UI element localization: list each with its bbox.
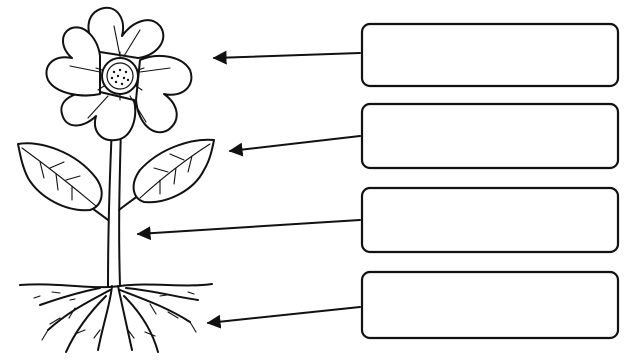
label-box-4[interactable]	[360, 270, 620, 340]
arrow-icon	[228, 135, 361, 157]
label-box-3[interactable]	[360, 186, 620, 254]
leaf-icon	[17, 138, 215, 212]
arrow-icon	[206, 306, 361, 329]
flower-icon	[45, 6, 193, 142]
arrow-icon	[136, 219, 361, 241]
roots-icon	[19, 283, 213, 353]
arrow-icon	[212, 50, 361, 65]
label-box-1[interactable]	[360, 22, 620, 88]
label-arrows	[136, 50, 361, 329]
label-box-2[interactable]	[360, 102, 620, 170]
